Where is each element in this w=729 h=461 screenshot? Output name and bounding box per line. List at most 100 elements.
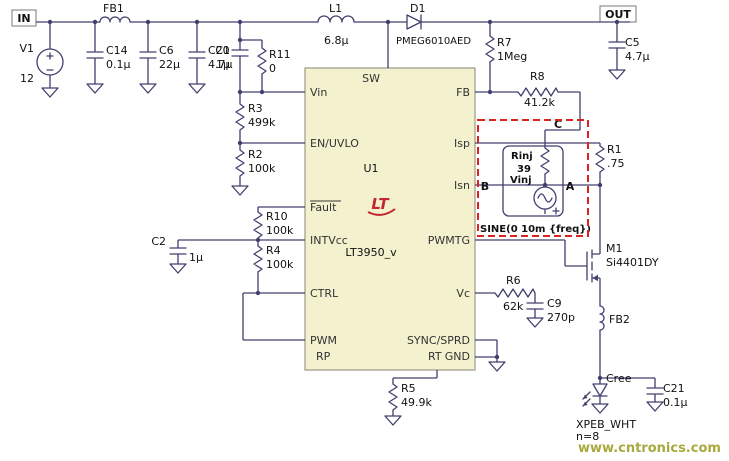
pin-label-vin: Vin [310, 86, 327, 99]
component-value-r10: 100k [266, 224, 294, 237]
net-flag-in-box [11, 9, 37, 27]
component-ref-r7: R7 [497, 36, 512, 49]
pin-label-pwmtg: PWMTG [428, 234, 470, 247]
component-ref-fb2: FB2 [609, 313, 630, 326]
component-ref-r10: R10 [266, 210, 288, 223]
component-ref-c6: C6 [159, 44, 174, 57]
capacitor-symbols [86, 41, 664, 395]
component-value-rinj: 39 [517, 164, 531, 175]
component-ref-r2: R2 [248, 148, 263, 161]
pin-label-isn: Isn [454, 179, 470, 192]
junction-dots [47, 19, 620, 381]
ic-refdes: U1 [363, 162, 378, 175]
component-value-r11: 0 [269, 62, 276, 75]
component-ref-r6: R6 [506, 274, 521, 287]
voltage-source-v1-symbol [36, 48, 64, 76]
mosfet-m1-symbol [586, 249, 593, 283]
pin-label-ctrl: CTRL [310, 287, 339, 300]
component-ref-r1: R1 [607, 143, 622, 156]
component-value-m1: Si4401DY [606, 256, 659, 269]
component-ref-r8: R8 [530, 70, 545, 83]
component-ref-m1: M1 [606, 242, 623, 255]
vinj-plus-mark [552, 207, 560, 215]
component-value-c2: 1µ [189, 251, 203, 264]
net-label-out: OUT [605, 8, 631, 21]
component-value-c5: 4.7µ [625, 50, 650, 63]
component-value-c21: 0.1µ [663, 396, 688, 409]
component-ref-c1: C1 [215, 44, 230, 57]
ground-symbols [41, 69, 664, 426]
component-ref-fb1: FB1 [103, 2, 124, 15]
injection-source-box [502, 145, 564, 217]
component-value-r8: 41.2k [524, 96, 555, 109]
component-value-r2: 100k [248, 162, 276, 175]
component-value-l1: 6.8µ [324, 34, 349, 47]
component-ref-vinj: Vinj [510, 175, 532, 186]
component-ref-c5: C5 [625, 36, 640, 49]
inductor-l1-symbol [317, 15, 355, 23]
v1-polarity-marks [46, 52, 54, 71]
pin-label-fault: Fault [310, 201, 337, 214]
led-arrow-heads [583, 394, 588, 406]
net-label-in: IN [17, 12, 30, 25]
component-count-led: n=8 [576, 430, 599, 443]
component-ref-c21: C21 [663, 382, 685, 395]
lt-logo: LT [371, 195, 390, 213]
component-ref-c20: C20 [208, 44, 230, 57]
component-ref-c2: C2 [151, 235, 166, 248]
vinj-sine-wave [537, 193, 553, 203]
ic-part-number: LT3950_v [345, 246, 397, 259]
pin-label-rt: RT [428, 350, 442, 363]
component-value-r6: 62k [503, 300, 524, 313]
component-ref-r4: R4 [266, 244, 281, 257]
component-value-c6: 22µ [159, 58, 180, 71]
led-symbol [582, 383, 608, 407]
watermark-text: www.cntronics.com [578, 441, 721, 456]
pin-label-rp: RP [316, 350, 331, 363]
pin-label-gnd: GND [445, 350, 470, 363]
component-value-c9: 270p [547, 311, 575, 324]
component-value-r5: 49.9k [401, 396, 432, 409]
component-value-r1: .75 [607, 157, 625, 170]
component-value-r3: 499k [248, 116, 276, 129]
component-ref-rinj: Rinj [511, 151, 533, 162]
component-ref-l1: L1 [329, 2, 342, 15]
component-value-led: XPEB_WHT [576, 418, 636, 431]
probe-label-b: B [481, 180, 489, 193]
component-ref-r11: R11 [269, 48, 291, 61]
lt-logo-swoosh [367, 208, 396, 216]
component-ref-d1: D1 [410, 2, 425, 15]
pin-label-vc: Vc [456, 287, 470, 300]
component-value-c14: 0.1µ [106, 58, 131, 71]
component-value-v1: 12 [20, 72, 34, 85]
component-ref-r3: R3 [248, 102, 263, 115]
pin-label-pwm: PWM [310, 334, 337, 347]
component-value-r7: 1Meg [497, 50, 527, 63]
pin-label-sync: SYNC/SPRD [407, 334, 470, 347]
component-value-r4: 100k [266, 258, 294, 271]
pin-label-fb: FB [456, 86, 470, 99]
component-ref-c9: C9 [547, 297, 562, 310]
resistor-symbols [235, 35, 605, 411]
component-ref-c14: C14 [106, 44, 128, 57]
component-ref-v1: V1 [19, 42, 34, 55]
component-value-vinj: SINE(0 10m {freq}) [480, 224, 591, 235]
inductor-fb1-symbol [99, 16, 131, 23]
ic-body-u1 [304, 67, 476, 371]
component-ref-r5: R5 [401, 382, 416, 395]
component-ref-led: Cree [606, 372, 632, 385]
probe-label-c: C [554, 118, 562, 131]
pin-label-isp: Isp [454, 137, 470, 150]
component-value-d1: PMEG6010AED [396, 36, 471, 47]
probe-label-a: A [566, 180, 575, 193]
wires [36, 21, 656, 416]
injection-dashed-box [477, 119, 589, 237]
pin-label-en-uvlo: EN/UVLO [310, 137, 359, 150]
diode-d1-symbol [406, 14, 422, 30]
pin-label-intvcc: INTVcc [310, 234, 348, 247]
component-value-c1: 1µ [216, 58, 230, 71]
pin-label-sw: SW [362, 72, 380, 85]
mosfet-source-arrow [592, 274, 598, 282]
